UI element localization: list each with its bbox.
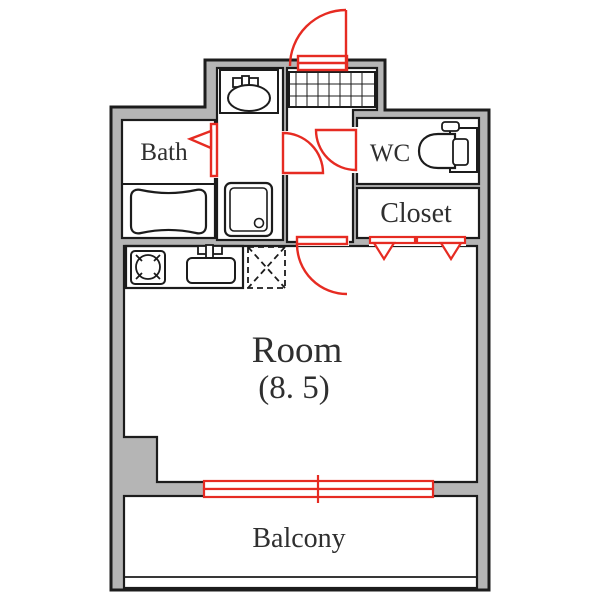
washing-machine-pan bbox=[223, 181, 274, 238]
wc-label: WC bbox=[370, 140, 410, 167]
bathtub bbox=[122, 183, 215, 235]
toilet bbox=[417, 121, 478, 173]
bath-label: Bath bbox=[140, 139, 188, 166]
hall-door-left bbox=[281, 131, 325, 175]
room-label: Room bbox=[252, 330, 343, 371]
washbasin bbox=[219, 69, 279, 114]
kitchen-counter bbox=[124, 244, 245, 290]
room-size-label: (8. 5) bbox=[258, 370, 329, 406]
refrigerator-space bbox=[247, 246, 286, 289]
balcony-label: Balcony bbox=[252, 523, 345, 554]
hall-door-right bbox=[314, 128, 358, 172]
room-door-swing bbox=[295, 235, 349, 296]
stove-burner bbox=[130, 250, 166, 285]
entrance-hall bbox=[285, 66, 379, 244]
entrance-door-swing bbox=[288, 8, 349, 72]
bath-door bbox=[186, 122, 219, 178]
genkan-tile-floor bbox=[288, 71, 376, 108]
closet-folding-door bbox=[368, 235, 467, 262]
sliding-window bbox=[202, 475, 435, 503]
balcony-area bbox=[122, 494, 479, 590]
main-room bbox=[122, 244, 479, 484]
kitchen-sink bbox=[186, 244, 236, 284]
closet-label: Closet bbox=[380, 198, 452, 229]
